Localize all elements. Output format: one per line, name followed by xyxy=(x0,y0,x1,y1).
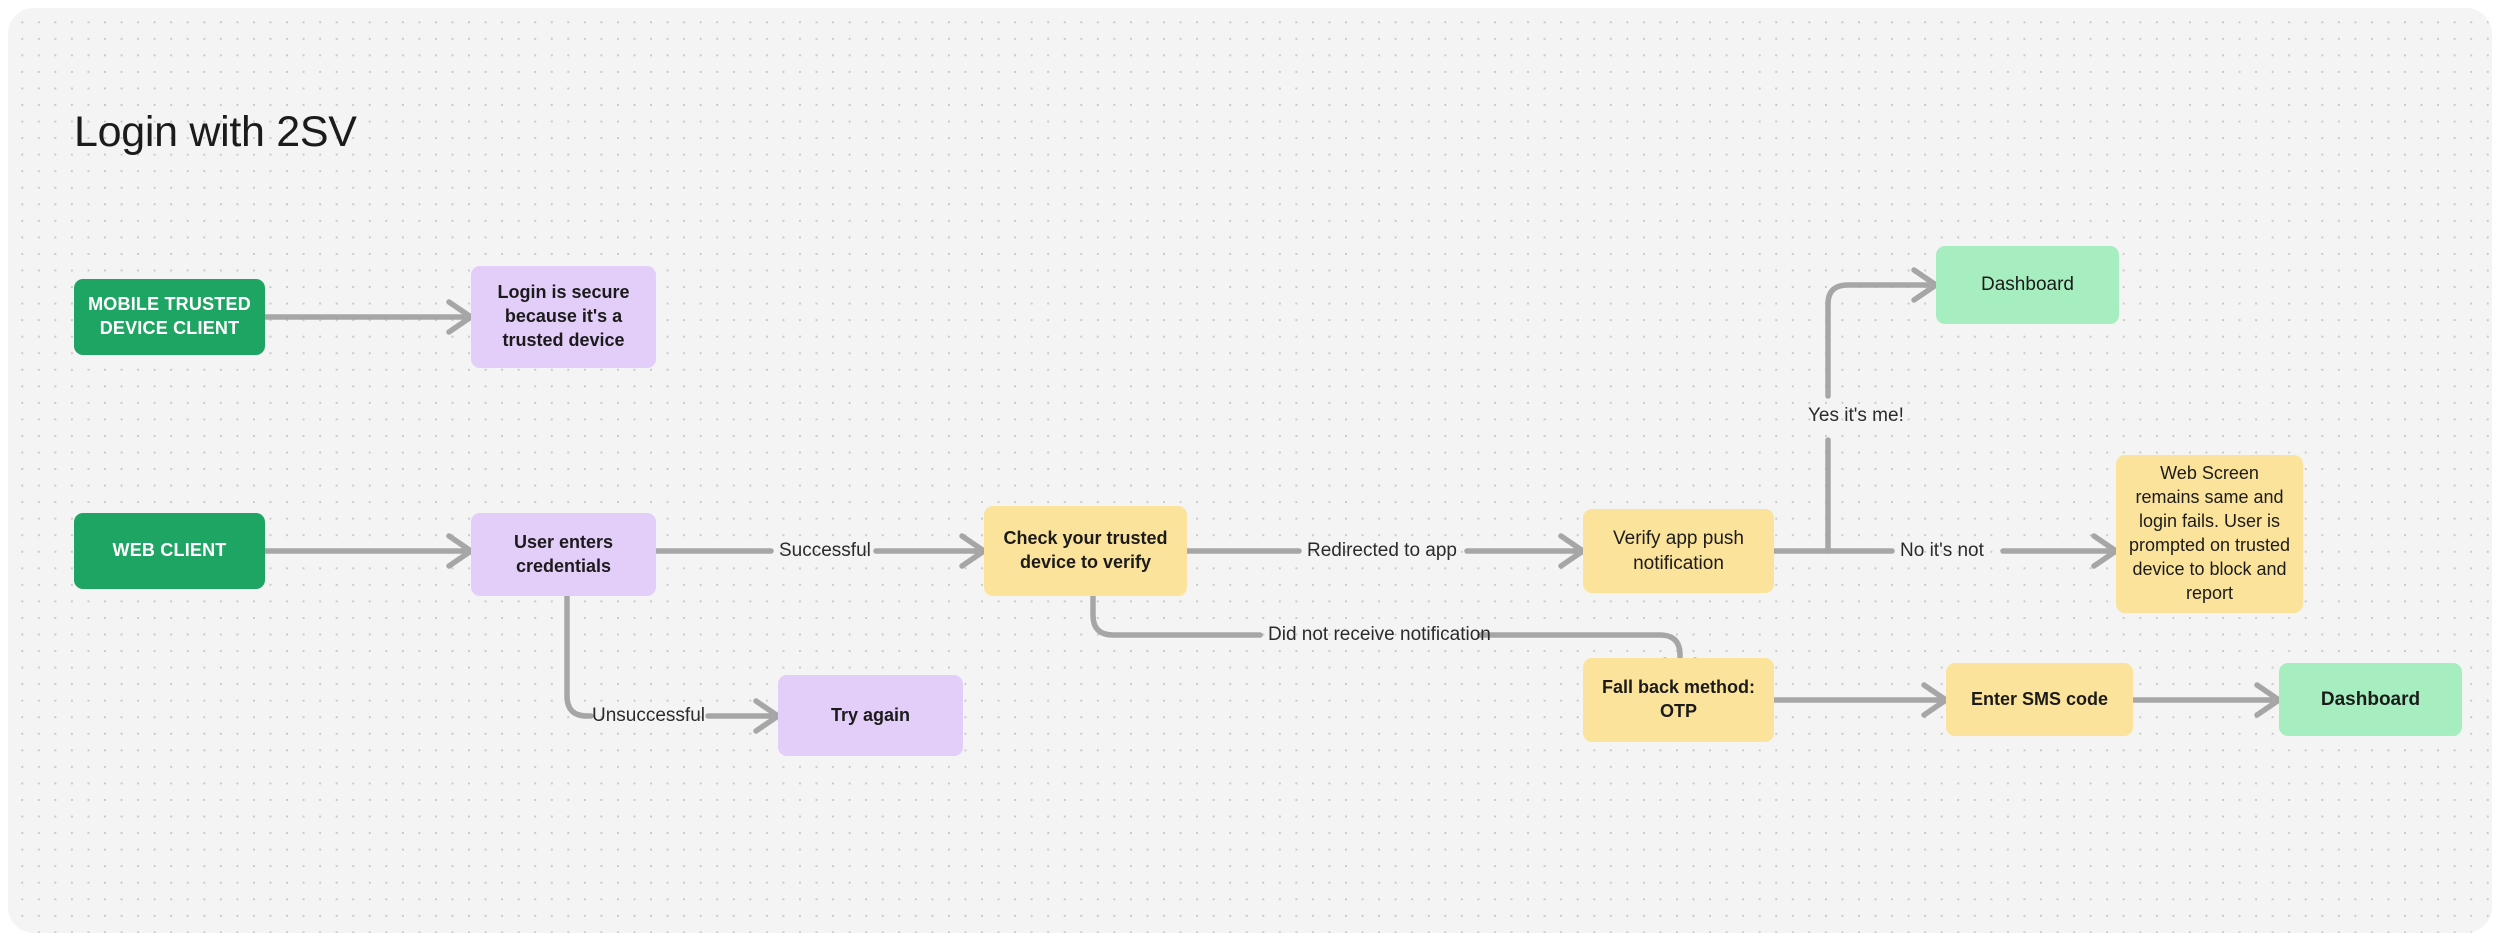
arrow-head-icon xyxy=(2091,533,2119,569)
edge-yes-its-me-upper xyxy=(1825,282,1931,399)
node-verify-app-push-notification[interactable]: Verify app push notification xyxy=(1583,509,1774,593)
node-user-enters-credentials[interactable]: User enters credentials xyxy=(471,513,656,596)
node-login-is-secure[interactable]: Login is secure because it's a trusted d… xyxy=(471,266,656,368)
page-title: Login with 2SV xyxy=(74,108,357,156)
arrow-head-icon xyxy=(753,698,781,734)
edge-check-down-curve xyxy=(1090,593,1263,638)
edge-label-redirected-to-app: Redirected to app xyxy=(1307,540,1457,561)
node-check-trusted-device[interactable]: Check your trusted device to verify xyxy=(984,506,1187,596)
arrow-head-icon xyxy=(1558,533,1586,569)
node-try-again[interactable]: Try again xyxy=(778,675,963,756)
arrow-head-icon xyxy=(1911,267,1939,303)
edge-credentials-down xyxy=(564,593,594,719)
diagram-canvas: Login with 2SV xyxy=(8,8,2492,933)
node-web-screen-remains[interactable]: Web Screen remains same and login fails.… xyxy=(2116,455,2303,613)
node-mobile-trusted-device-client[interactable]: MOBILE TRUSTED DEVICE CLIENT xyxy=(74,279,265,355)
edge-label-unsuccessful: Unsuccessful xyxy=(592,705,705,726)
node-dashboard-top[interactable]: Dashboard xyxy=(1936,246,2119,324)
arrow-head-icon xyxy=(1921,682,1949,718)
arrow-head-icon xyxy=(959,533,987,569)
node-dashboard-bottom[interactable]: Dashboard xyxy=(2279,663,2462,736)
node-enter-sms-code[interactable]: Enter SMS code xyxy=(1946,663,2133,736)
edge-label-successful: Successful xyxy=(779,540,871,561)
edge-label-yes-its-me: Yes it's me! xyxy=(1808,405,1904,426)
edge-label-no-its-not: No it's not xyxy=(1900,540,1984,561)
node-web-client[interactable]: WEB CLIENT xyxy=(74,513,265,589)
arrow-head-icon xyxy=(446,533,474,569)
arrow-head-icon xyxy=(446,299,474,335)
arrow-head-icon xyxy=(2254,682,2282,718)
edge-label-did-not-receive-notification: Did not receive notification xyxy=(1268,624,1491,645)
node-fall-back-method-otp[interactable]: Fall back method: OTP xyxy=(1583,658,1774,742)
